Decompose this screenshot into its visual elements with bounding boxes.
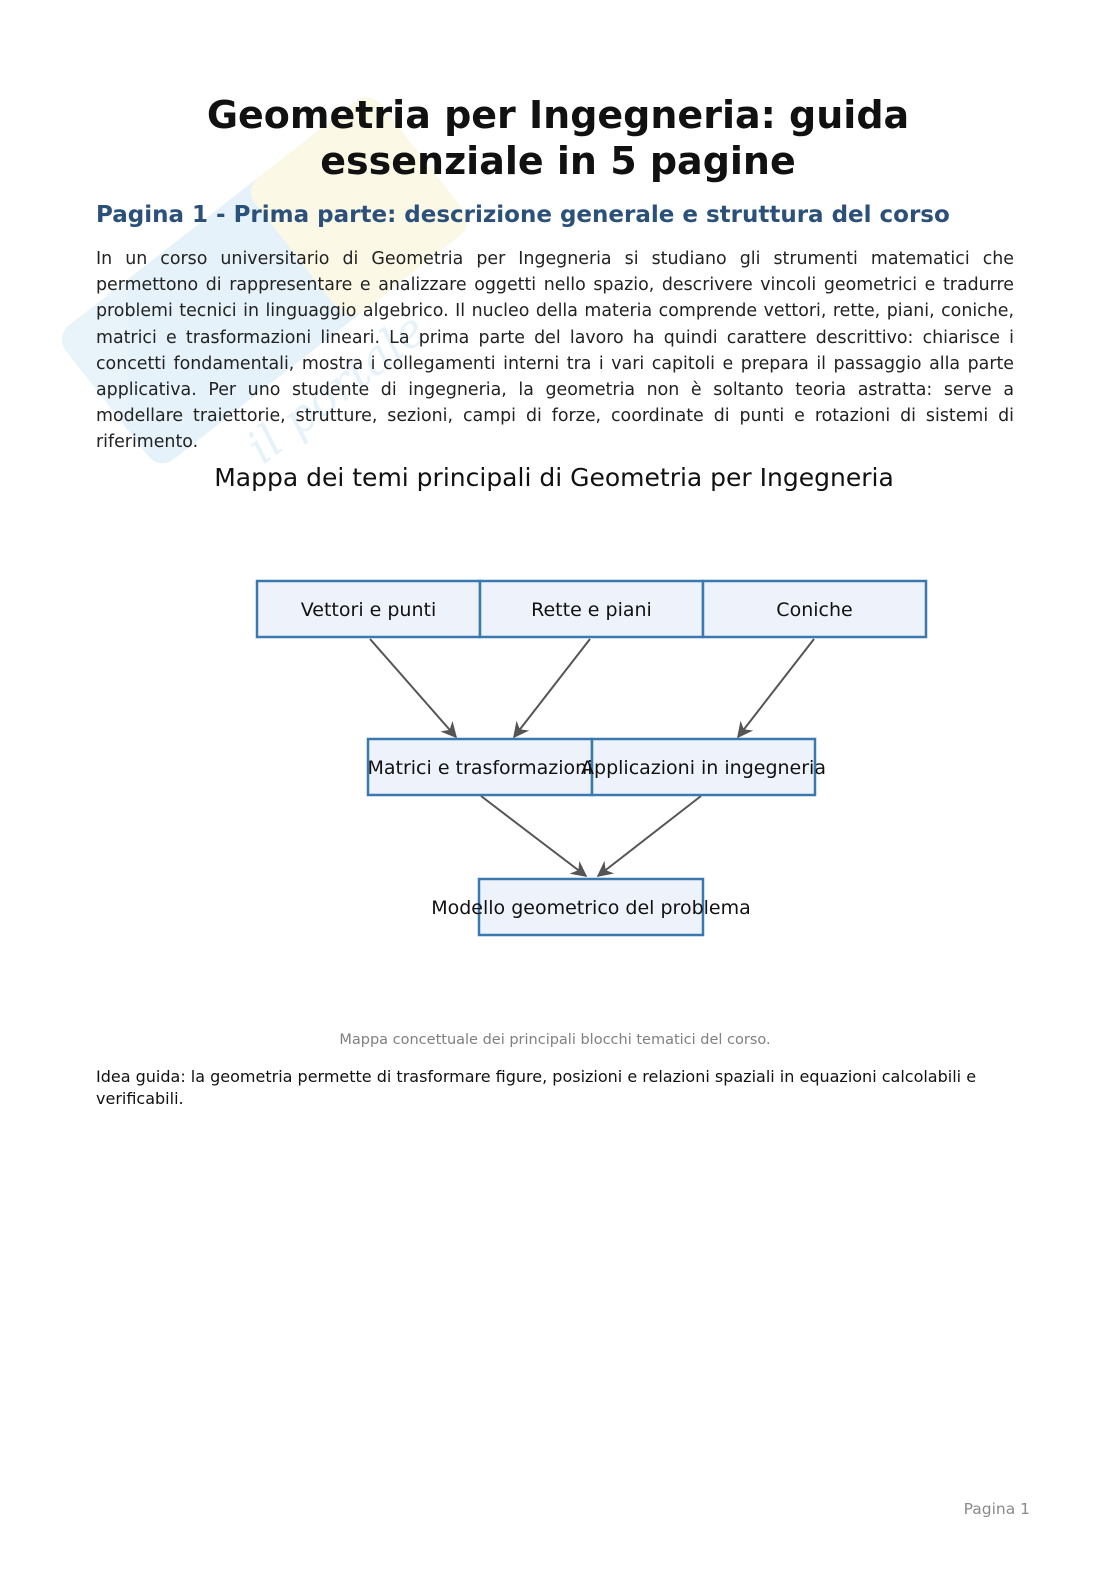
- intro-paragraph: In un corso universitario di Geometria p…: [96, 249, 1014, 453]
- node-label-coniche: Coniche: [776, 599, 852, 621]
- figure-caption: Mappa concettuale dei principali blocchi…: [339, 1032, 771, 1048]
- node-label-rette: Rette e piani: [531, 599, 652, 621]
- document-title: Geometria per Ingegneria: guida essenzia…: [206, 93, 910, 183]
- arrow-matrici-to-modello: [480, 795, 588, 877]
- page-number: Pagina 1: [963, 1500, 1030, 1518]
- concept-map-figure: Mappa dei temi principali di Geometria p…: [96, 455, 1014, 1015]
- section-heading: Pagina 1 - Prima parte: descrizione gene…: [96, 202, 950, 228]
- node-label-vettori: Vettori e punti: [301, 599, 436, 621]
- arrow-rette-to-matrici: [513, 638, 591, 739]
- arrow-vettori-to-matrici: [369, 638, 458, 739]
- node-label-applicazioni: Applicazioni in ingegneria: [581, 757, 826, 779]
- concept-map-diagram: Mappa dei temi principali di Geometria p…: [214, 463, 928, 937]
- node-label-modello: Modello geometrico del problema: [431, 897, 751, 919]
- arrow-applicazioni-to-modello: [596, 795, 702, 877]
- diagram-title: Mappa dei temi principali di Geometria p…: [214, 463, 894, 492]
- guiding-idea: Idea guida: la geometria permette di tra…: [96, 1067, 977, 1108]
- arrow-coniche-to-applicazioni: [737, 638, 815, 739]
- node-box-applicazioni: [590, 737, 817, 797]
- node-label-matrici: Matrici e trasformazioni: [367, 757, 592, 779]
- node-box-coniche: [701, 579, 928, 639]
- node-box-vettori: [255, 579, 482, 639]
- node-box-modello: [477, 877, 705, 937]
- node-box-matrici: [366, 737, 594, 797]
